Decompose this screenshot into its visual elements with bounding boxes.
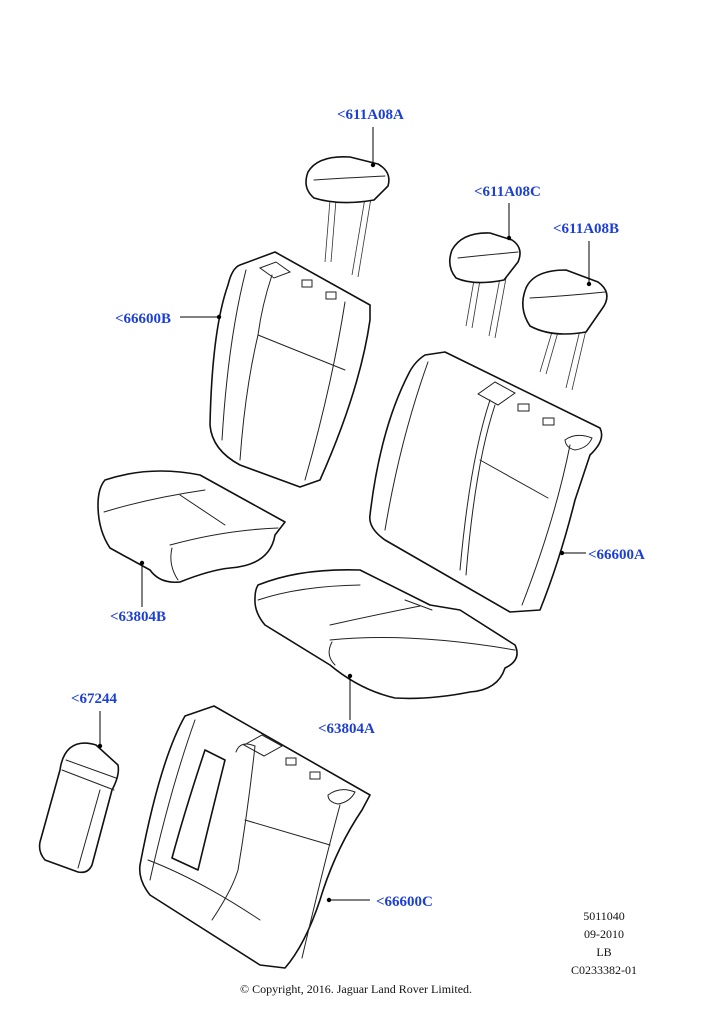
callout-66600a[interactable]: <66600A: [588, 547, 645, 563]
diagram-number: 5011040: [583, 909, 625, 923]
headrest-611a08a[interactable]: [305, 155, 390, 278]
backrest-66600c[interactable]: [138, 705, 371, 969]
cushion-63804a[interactable]: [254, 568, 518, 700]
copyright-notice: © Copyright, 2016. Jaguar Land Rover Lim…: [239, 982, 473, 996]
diagram-code: LB: [596, 945, 612, 959]
callout-63804b[interactable]: <63804B: [110, 609, 167, 625]
callout-66600c[interactable]: <66600C: [376, 894, 433, 910]
diagram-date: 09-2010: [584, 927, 624, 941]
headrest-611a08b[interactable]: [522, 269, 608, 391]
callout-611a08a[interactable]: <611A08A: [337, 107, 404, 123]
backrest-66600a[interactable]: [368, 351, 603, 613]
diagram-ref: C0233382-01: [571, 963, 637, 977]
leader-lines: [97, 127, 592, 903]
callout-611a08b[interactable]: <611A08B: [553, 221, 620, 237]
callout-67244[interactable]: <67244: [71, 691, 118, 707]
headrest-611a08c[interactable]: [448, 232, 521, 339]
backrest-66600b[interactable]: [209, 251, 371, 488]
callout-63804a[interactable]: <63804A: [318, 721, 375, 737]
armrest-67244[interactable]: [38, 742, 120, 874]
callout-611a08c[interactable]: <611A08C: [474, 184, 541, 200]
cushion-63804b[interactable]: [97, 470, 286, 584]
callout-66600b[interactable]: <66600B: [115, 311, 172, 327]
